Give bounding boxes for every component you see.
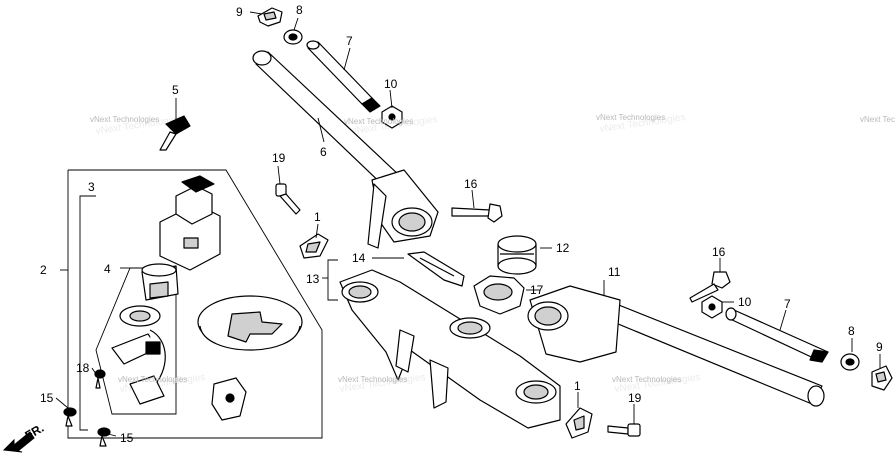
watermark-text: vNext Technologies (90, 115, 159, 124)
watermark-text: vNext Technologies (596, 113, 665, 122)
callout-2: 2 (40, 263, 47, 277)
part-11-right-handlebar[interactable] (527, 285, 825, 407)
part-16-bolt-top[interactable] (451, 203, 503, 223)
callout-8: 8 (296, 3, 303, 17)
part-1-clip-left[interactable] (299, 233, 329, 259)
callout-13: 13 (306, 272, 320, 286)
part-9-clip-top[interactable] (257, 7, 283, 27)
callout-6: 6 (320, 145, 327, 159)
leader-lines (55, 11, 881, 437)
part-13-top-bridge[interactable] (339, 269, 561, 429)
callout-14: 14 (352, 251, 366, 265)
part-6-left-handlebar[interactable] (252, 50, 439, 249)
callout-1-right: 1 (574, 379, 581, 393)
callout-16: 16 (464, 177, 478, 191)
part-18-screw[interactable] (94, 369, 106, 389)
callout-15: 15 (40, 391, 54, 405)
part-small-bracket[interactable] (211, 377, 247, 421)
part-14-plate[interactable] (407, 251, 465, 287)
callout-10: 10 (384, 77, 398, 91)
callout-5: 5 (172, 83, 179, 97)
callout-17: 17 (530, 283, 544, 297)
front-direction-arrow: FR. (2, 421, 46, 453)
part-19-bolt-right[interactable] (607, 423, 641, 437)
callout-10-right: 10 (738, 295, 752, 309)
part-15-screw-bottom[interactable] (97, 427, 111, 447)
callout-8-right: 8 (848, 324, 855, 338)
callout-9: 9 (236, 5, 243, 19)
part-15-screw-left[interactable] (63, 407, 77, 427)
watermark-text: vNext Technologies (860, 115, 895, 124)
bracket-13 (322, 259, 338, 301)
callout-3: 3 (88, 180, 95, 194)
part-3-ignition-switch[interactable] (159, 175, 221, 271)
watermark-text: vNext Technologies (118, 375, 187, 384)
callout-9-right: 9 (876, 340, 883, 354)
watermark-text: vNext Technologies (612, 375, 681, 384)
callout-11: 11 (608, 265, 621, 279)
callout-12: 12 (556, 241, 570, 255)
part-7-pipe-top[interactable] (306, 40, 381, 113)
callout-19: 19 (272, 151, 286, 165)
part-seat-cap[interactable] (197, 295, 303, 351)
part-12-cap[interactable] (497, 235, 537, 275)
part-4-cylinder-sleeve[interactable] (141, 263, 179, 301)
callout-18: 18 (76, 361, 90, 375)
part-8-collar-top[interactable] (283, 29, 303, 45)
callout-7: 7 (346, 34, 353, 48)
callout-16-right: 16 (712, 245, 726, 259)
callout-15-bottom: 15 (120, 431, 134, 445)
part-17-stem-nut[interactable] (473, 275, 525, 315)
part-10-nut-right[interactable] (701, 295, 723, 319)
watermark-layer: vNext Technologies vNext Technologies vN… (90, 113, 895, 384)
callout-19-right: 19 (628, 391, 642, 405)
part-9-clip-right[interactable] (871, 365, 893, 391)
watermark-text: vNext Technologies (344, 117, 413, 126)
part-7-pipe-right[interactable] (725, 307, 829, 363)
part-19-bolt-left[interactable] (275, 183, 301, 215)
part-1-clip-right[interactable] (565, 407, 593, 439)
callout-labels: 9 8 7 10 5 6 19 16 3 1 12 14 2 4 13 17 1… (40, 3, 883, 445)
part-16-bolt-right[interactable] (689, 271, 731, 303)
callout-7-right: 7 (784, 297, 791, 311)
watermark-text: vNext Technologies (338, 375, 407, 384)
part-5-key[interactable] (159, 115, 191, 151)
part-switch-harness[interactable] (111, 305, 166, 405)
callout-4: 4 (104, 262, 111, 276)
part-8-collar-right[interactable] (840, 353, 860, 371)
callout-1: 1 (314, 210, 321, 224)
